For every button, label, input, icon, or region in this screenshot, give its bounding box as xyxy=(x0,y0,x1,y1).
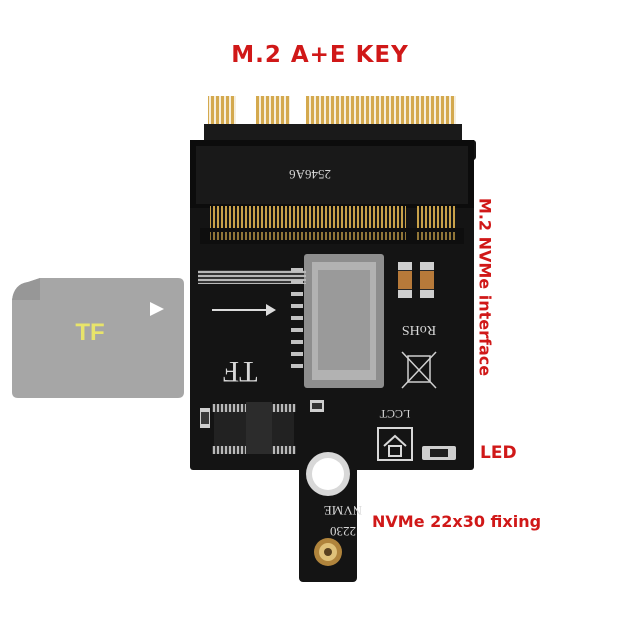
insert-arrow-icon xyxy=(212,304,276,316)
tf-card xyxy=(12,278,184,398)
nvme-silkscreen-text: NVME xyxy=(324,503,362,518)
tf-card-slot xyxy=(198,254,384,388)
home-logo-icon xyxy=(377,427,413,461)
standoff-screw xyxy=(314,538,342,566)
controller-chip xyxy=(212,402,296,454)
rohs-text: RoHS xyxy=(402,322,436,337)
slot-side-pins xyxy=(291,268,303,368)
led-component xyxy=(422,446,456,460)
lcct-text: LCCT xyxy=(379,407,410,421)
fixing-label: NVMe 22x30 fixing xyxy=(372,512,542,531)
title-label: M.2 A+E KEY xyxy=(231,42,409,68)
card-arrow-icon xyxy=(150,302,164,316)
edge-connector-fingers xyxy=(208,96,456,126)
components xyxy=(200,262,434,428)
tf-card-label: TF xyxy=(75,319,104,346)
tf-silkscreen-text: TF xyxy=(222,355,257,388)
weee-bin-icon xyxy=(401,351,437,389)
m2-socket xyxy=(190,140,474,244)
part-number-text: 2546A6 xyxy=(289,167,331,182)
mounting-hole xyxy=(306,452,350,496)
size-silkscreen-text: 2230 xyxy=(330,524,356,539)
led-label: LED xyxy=(480,443,517,463)
